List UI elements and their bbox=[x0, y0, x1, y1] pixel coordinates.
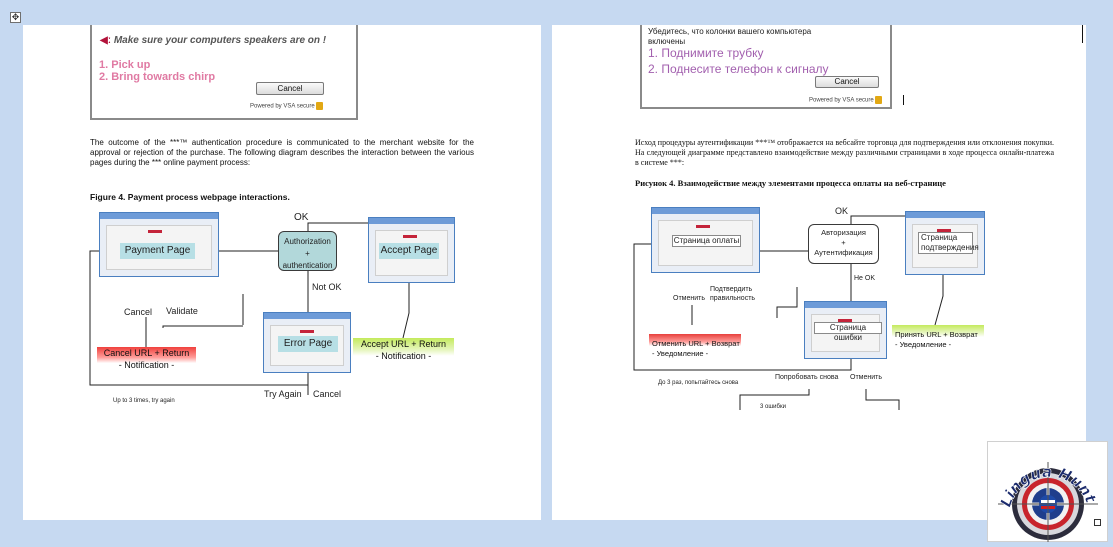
left-page: ◀ː Make sure your computers speakers are… bbox=[23, 25, 541, 520]
payment-page-label: Payment Page bbox=[120, 243, 195, 259]
right-page: Убедитесь, что колонки вашего компьютера… bbox=[552, 25, 1086, 520]
text-cursor bbox=[903, 95, 904, 105]
auth-box-ru: Авторизация + Аутентификация bbox=[808, 224, 879, 264]
speaker-text-line1: Убедитесь, что колонки вашего компьютера bbox=[648, 27, 812, 36]
cancel-label-ru: Отменить bbox=[673, 295, 705, 302]
cancel-url-box-ru: Отменить URL + Возврат - Уведомление - bbox=[649, 334, 741, 358]
right-vsa-dialog: Убедитесь, что колонки вашего компьютера… bbox=[640, 25, 892, 109]
accept-page-label: Accept Page bbox=[379, 243, 439, 259]
accept-url-box: Accept URL + Return - Notification - bbox=[353, 338, 454, 365]
powered-by: Powered by VSA secure bbox=[250, 103, 315, 110]
powered-by-ru: Powered by VSA secure bbox=[809, 97, 874, 104]
lock-icon-ru bbox=[875, 96, 883, 104]
step-1: 1. Pick up bbox=[99, 59, 151, 71]
left-vsa-dialog: ◀ː Make sure your computers speakers are… bbox=[90, 25, 358, 120]
validate-label: Validate bbox=[166, 306, 198, 316]
cancel-label: Cancel bbox=[124, 307, 153, 317]
target-logo: Lingua Hunter bbox=[983, 428, 1100, 542]
speaker-text: Make sure your computers speakers are on… bbox=[113, 35, 327, 46]
speaker-text-line2: включены bbox=[648, 37, 686, 46]
not-ok-label-ru: Не OK bbox=[854, 275, 876, 282]
up-to-label-ru: До 3 раз, попытайтесь снова bbox=[658, 380, 739, 386]
right-figure-title: Рисунок 4. Взаимодействие между элемента… bbox=[635, 178, 946, 188]
right-paragraph: Исход процедуры аутентификации ***™ отоб… bbox=[635, 138, 1054, 167]
step-2: 2. Bring towards chirp bbox=[99, 71, 216, 83]
right-diagram-connectors bbox=[633, 215, 944, 410]
error-page-label: Error Page bbox=[278, 336, 338, 352]
ok-label-ru: OK bbox=[835, 206, 849, 216]
try-again-label-ru: Попробовать снова bbox=[775, 374, 839, 381]
auth-box: Authorization + authentication bbox=[278, 231, 337, 271]
not-ok-label: Not OK bbox=[312, 282, 342, 292]
page-edge-marker bbox=[1082, 25, 1083, 43]
move-icon: ✥ bbox=[11, 12, 20, 22]
left-paragraph: The outcome of the ***™ authentication p… bbox=[90, 138, 474, 167]
lock-icon bbox=[316, 102, 324, 110]
cancel-url-box: Cancel URL + Return - Notification - bbox=[97, 347, 196, 373]
accept-url-box-ru: Принять URL + Возврат - Уведомление - bbox=[892, 325, 984, 349]
error-page-thumbnail bbox=[263, 312, 351, 373]
cancel-bottom-label-ru: Отменить bbox=[850, 374, 882, 381]
step-1-ru: 1. Поднимите трубку bbox=[648, 46, 764, 60]
accept-page-label-ru: Страница подтверждения bbox=[918, 232, 979, 254]
cancel-bottom-label: Cancel bbox=[313, 389, 342, 399]
error-page-label-ru: Страница ошибки bbox=[814, 322, 882, 342]
ok-label: OK bbox=[294, 212, 309, 223]
errors-label-ru: 3 ошибки bbox=[760, 404, 786, 410]
validate-label-ru: Подтвердить правильность bbox=[710, 286, 756, 302]
table-move-handle[interactable]: ✥ bbox=[10, 12, 21, 23]
left-figure-title: Figure 4. Payment process webpage intera… bbox=[90, 192, 290, 202]
lingua-hunter-logo: Lingua Hunter bbox=[983, 428, 1108, 542]
payment-page-label-ru: Страница оплаты bbox=[672, 235, 741, 247]
try-again-label: Try Again bbox=[264, 389, 302, 399]
cancel-button[interactable]: Cancel bbox=[256, 82, 324, 95]
speaker-icon: ◀ː bbox=[100, 35, 112, 46]
up-to-label: Up to 3 times, try again bbox=[113, 398, 175, 404]
step-2-ru: 2. Поднесите телефон к сигналу bbox=[648, 62, 829, 76]
resize-handle[interactable] bbox=[1094, 519, 1101, 526]
cancel-button-ru[interactable]: Cancel bbox=[815, 76, 879, 88]
